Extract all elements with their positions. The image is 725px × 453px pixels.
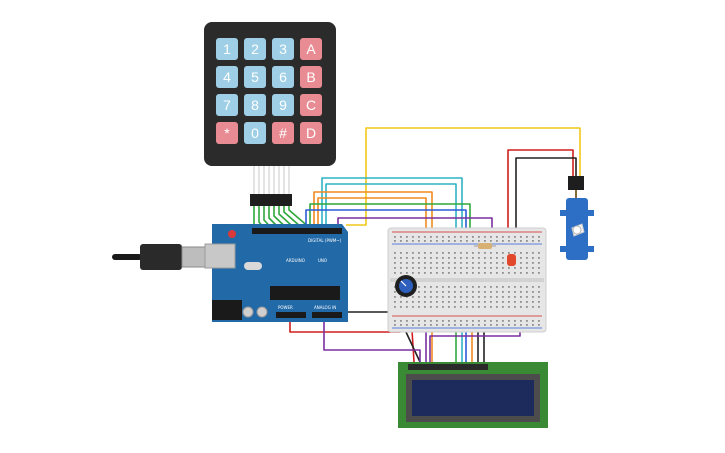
usb-cable [112,244,211,270]
key-cap [216,94,238,116]
arduino-analog-label: ANALOG IN [314,305,336,310]
arduino-power-jack [212,300,242,320]
key-star[interactable]: * [216,122,238,144]
servo-shaft [572,225,582,235]
arduino-usb-port [204,243,236,269]
key-label: 6 [279,69,287,85]
keypad-pins [253,166,290,194]
key-label: A [306,41,316,57]
resistor [474,243,496,249]
key-label: D [306,125,316,141]
key-label: 1 [223,41,231,57]
key-label: 2 [251,41,259,57]
key-cap [244,38,266,60]
key-cap [244,66,266,88]
keypad-connector [250,194,292,206]
arduino-capacitor-1 [242,306,254,318]
servo-connector [568,176,584,190]
servo-mount-top [560,210,594,216]
servo [560,176,594,260]
wire-servo-ground [515,157,577,233]
key-cap [300,66,322,88]
key-cap [216,38,238,60]
key-B[interactable]: B [300,66,322,88]
wire-d-orange-1 [313,191,433,260]
arduino-power-header [276,312,306,318]
wire-d-teal-1 [321,177,463,260]
key-label: C [306,97,316,113]
breadboard-channel [390,278,544,282]
key-cap [244,94,266,116]
keypad: 1 2 3 A 4 5 6 B 7 8 9 C * 0 # D [204,22,336,206]
arduino-digital-label: DIGITAL (PWM~) [308,238,342,243]
key-hash[interactable]: # [272,122,294,144]
arduino-brand-label: ARDUINO [286,258,305,263]
key-3[interactable]: 3 [272,38,294,60]
key-7[interactable]: 7 [216,94,238,116]
key-cap [272,122,294,144]
servo-mount-bottom [560,246,594,252]
key-A[interactable]: A [300,38,322,60]
key-label: 5 [251,69,259,85]
key-9[interactable]: 9 [272,94,294,116]
key-6[interactable]: 6 [272,66,294,88]
potentiometer-indicator [400,280,407,287]
key-cap [216,122,238,144]
key-2[interactable]: 2 [244,38,266,60]
key-label: 3 [279,41,287,57]
arduino-chip [270,286,340,300]
lcd-screen [412,380,534,416]
key-cap [300,38,322,60]
key-cap [244,122,266,144]
usb-cable-wire [112,254,142,260]
arduino-reset-button[interactable] [228,230,236,238]
key-label: 9 [279,97,287,113]
key-5[interactable]: 5 [244,66,266,88]
potentiometer[interactable] [395,275,417,297]
arduino-analog-header [312,312,342,318]
arduino-capacitor-2 [256,306,268,318]
arduino-digital-header [252,228,342,234]
led [507,254,516,266]
key-label: 7 [223,97,231,113]
key-8[interactable]: 8 [244,94,266,116]
key-D[interactable]: D [300,122,322,144]
key-cap [300,122,322,144]
key-label: 4 [223,69,231,85]
key-label: 0 [251,125,259,141]
key-C[interactable]: C [300,94,322,116]
arduino-uno: ARDUINO UNO DIGITAL (PWM~) POWER ANALOG … [204,224,348,322]
wire-purple-loop [323,318,421,362]
key-label: * [224,125,230,141]
wire-d-teal-2 [325,183,457,260]
resistor-body [478,243,492,249]
key-1[interactable]: 1 [216,38,238,60]
key-label: # [279,125,287,141]
usb-cable-boot [140,244,182,270]
arduino-model-label: UNO [318,258,327,263]
key-label: B [306,69,315,85]
key-cap [272,94,294,116]
lcd-header [408,364,488,370]
key-cap [272,66,294,88]
key-4[interactable]: 4 [216,66,238,88]
key-0[interactable]: 0 [244,122,266,144]
key-cap [272,38,294,60]
key-label: 8 [251,97,259,113]
arduino-crystal [244,262,262,270]
wire-servo-power [507,149,574,233]
breadboard [387,227,547,333]
key-cap [300,94,322,116]
breadboard-holes [394,236,540,326]
key-cap [216,66,238,88]
lcd [398,362,548,428]
arduino-power-label: POWER [278,305,293,310]
led-body [507,254,516,266]
wire-servo-signal [346,127,581,226]
